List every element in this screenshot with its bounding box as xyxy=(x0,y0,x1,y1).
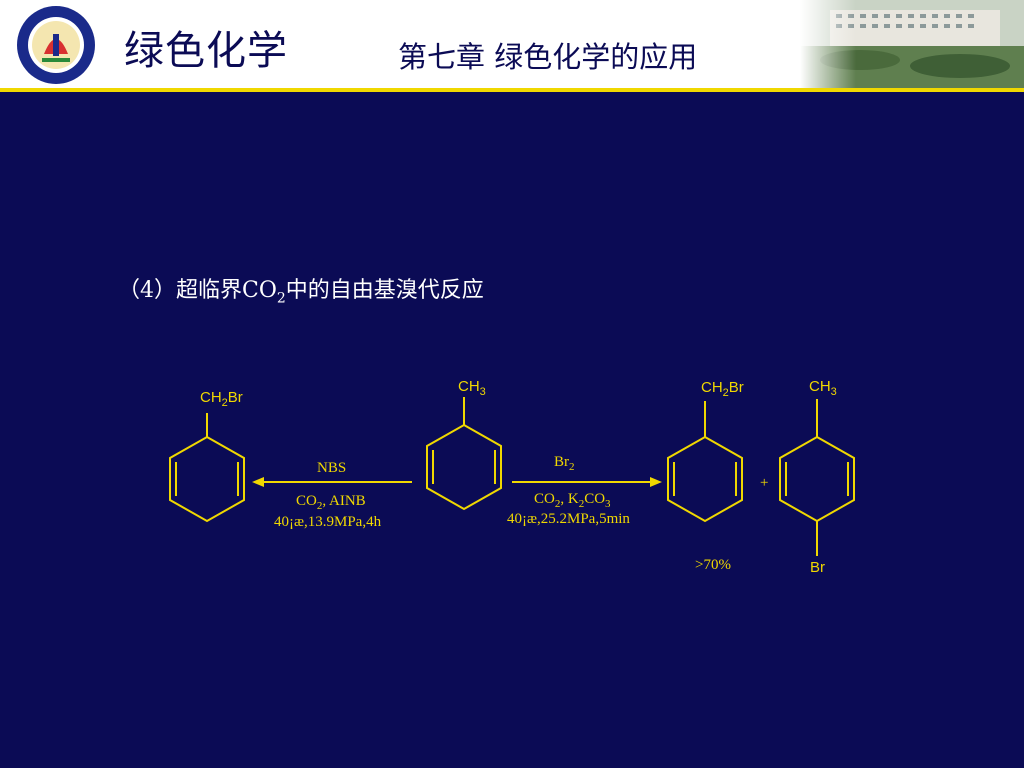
right-arrow-conditions-1: CO2, K2CO3 xyxy=(534,491,611,510)
right-product-1-group: CH2Br xyxy=(701,379,744,399)
heading-suffix: 中的自由基溴代反应 xyxy=(285,278,484,303)
left-product-group: CH2Br xyxy=(200,389,243,409)
slide-header: 绿色化学 第七章 绿色化学的应用 xyxy=(0,0,1024,88)
section-heading: （4）超临界CO2中的自由基溴代反应 xyxy=(118,272,484,306)
right-product-2-bromo: Br xyxy=(810,559,825,576)
left-arrow-conditions-1: CO2, AINB xyxy=(296,493,366,512)
benzene-ring-left xyxy=(169,435,245,523)
benzene-ring-right-2 xyxy=(779,435,855,523)
heading-prefix: （4）超临界CO xyxy=(118,278,277,303)
right-arrow-conditions-2: 40¡æ,25.2MPa,5min xyxy=(507,511,630,527)
chapter-title: 第七章 绿色化学的应用 xyxy=(398,40,698,74)
main-title: 绿色化学 xyxy=(124,28,288,74)
university-logo-icon xyxy=(17,6,95,84)
benzene-ring-center xyxy=(426,423,502,511)
campus-photo xyxy=(800,0,1024,88)
start-methyl-group: CH3 xyxy=(458,378,486,398)
benzene-ring-right-1 xyxy=(667,435,743,523)
heading-subscript: 2 xyxy=(276,290,286,307)
plus-sign: + xyxy=(760,475,768,491)
left-arrow-conditions-2: 40¡æ,13.9MPa,4h xyxy=(274,514,382,530)
right-arrow-reagent: Br2 xyxy=(554,454,575,473)
header-rule xyxy=(0,88,1024,92)
right-product-2-methyl: CH3 xyxy=(809,378,837,398)
left-arrow-reagent: NBS xyxy=(317,460,346,476)
yield-label: >70% xyxy=(695,557,731,573)
reaction-scheme: CH2Br CH3 NBS CO2, AINB 40¡æ,13.9MPa,4h … xyxy=(169,378,855,576)
